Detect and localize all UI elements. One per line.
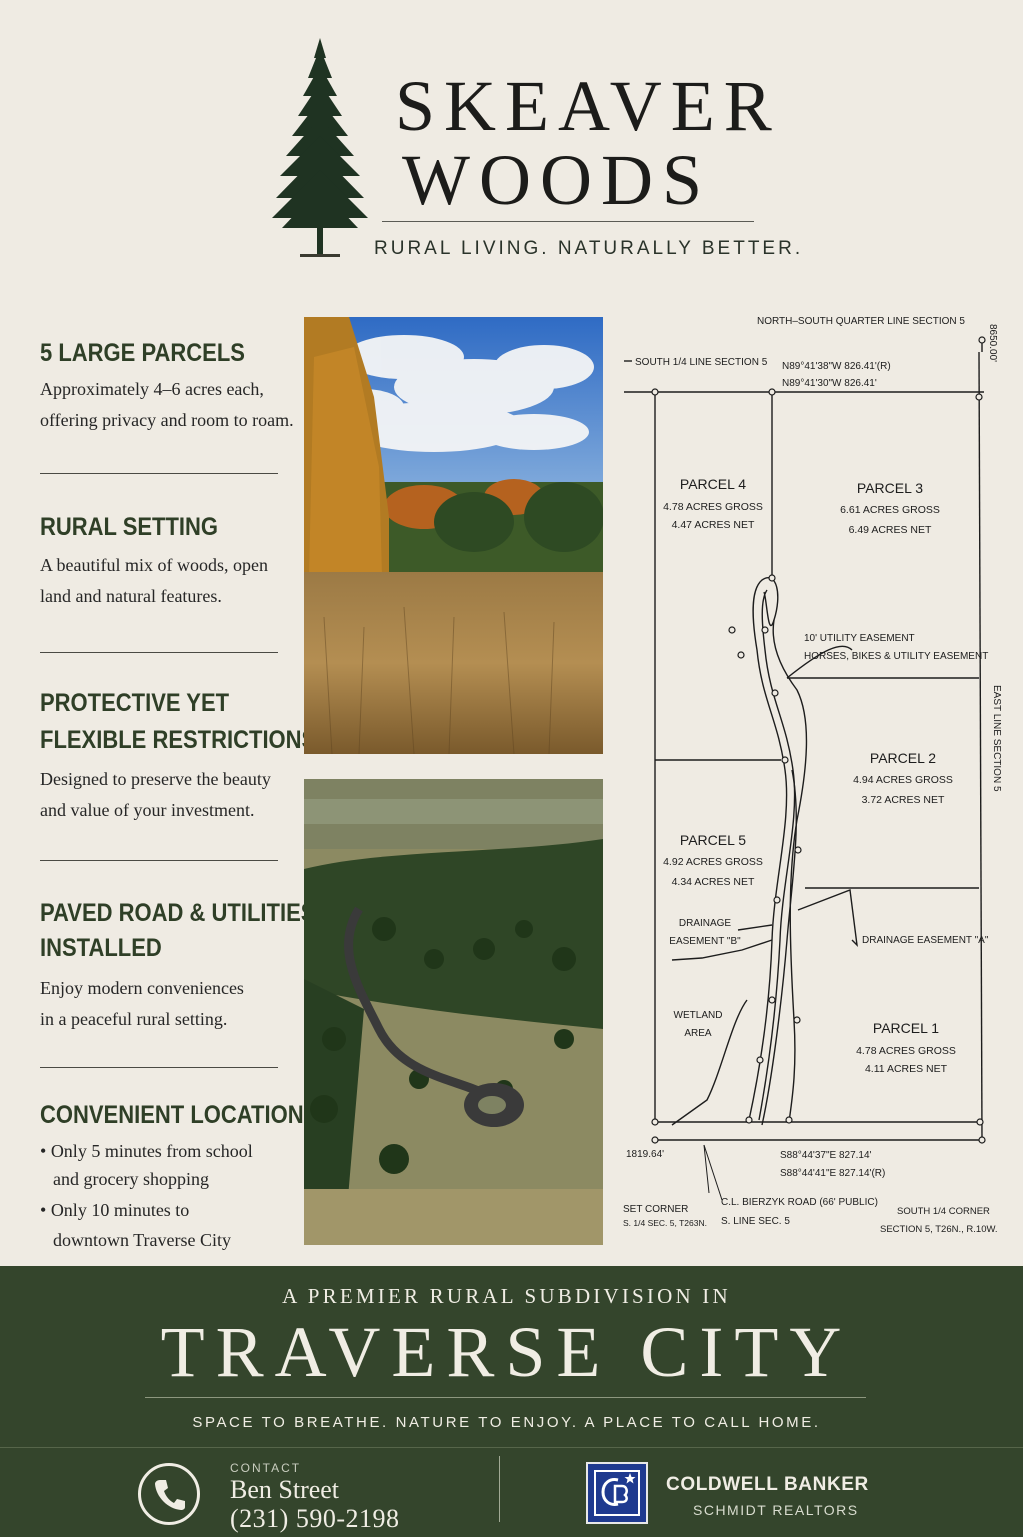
footer: A PREMIER RURAL SUBDIVISION IN TRAVERSE …	[0, 1266, 1023, 1537]
parcel-3-gross: 6.61 ACRES GROSS	[840, 504, 940, 516]
broker-subtitle: SCHMIDT REALTORS	[693, 1502, 859, 1518]
divider	[40, 652, 278, 653]
footer-premier: A PREMIER RURAL SUBDIVISION IN	[282, 1284, 731, 1308]
utility-easement-label: 10' UTILITY EASEMENT	[804, 633, 915, 644]
feature-body: A beautiful mix of woods, open	[40, 555, 268, 575]
parcel-3-net: 6.49 ACRES NET	[849, 524, 932, 536]
parcel-2-net: 3.72 ACRES NET	[862, 794, 945, 806]
divider	[40, 1067, 278, 1068]
survey-map: NORTH–SOUTH QUARTER LINE SECTION 5 8650.…	[612, 300, 1023, 1250]
footer-slogan: SPACE TO BREATHE. NATURE TO ENJOY. A PLA…	[192, 1414, 821, 1431]
map-dist-bottom-left: 1819.64'	[626, 1149, 664, 1160]
horses-easement-label: HORSES, BIKES & UTILITY EASEMENT	[804, 651, 988, 662]
road-label-line1: C.L. BIERZYK ROAD (66' PUBLIC)	[721, 1197, 878, 1208]
bullet-item: • Only 5 minutes from school	[40, 1141, 253, 1161]
parcel-4-gross: 4.78 ACRES GROSS	[663, 501, 763, 513]
footer-vertical-divider	[499, 1456, 500, 1522]
feature-title: PROTECTIVE YET	[40, 689, 230, 717]
map-bearing-top-1: N89°41'38"W 826.41'(R)	[782, 361, 891, 372]
wetland-line2: AREA	[684, 1028, 712, 1039]
feature-title: RURAL SETTING	[40, 513, 219, 541]
parcel-4-net: 4.47 ACRES NET	[672, 519, 755, 531]
parcel-5-net: 4.34 ACRES NET	[672, 876, 755, 888]
map-bearing-bottom-2: S88°44'41"E 827.14'(R)	[780, 1168, 885, 1179]
contact-name: Ben Street	[230, 1475, 340, 1504]
feature-body: and value of your investment.	[40, 800, 255, 820]
south-corner-line2: SECTION 5, T26N., R.10W.	[880, 1224, 998, 1235]
aerial-photo	[304, 779, 603, 1245]
brand-title-line1: SKEAVER	[395, 66, 781, 146]
parcel-3-name: PARCEL 3	[857, 480, 923, 496]
feature-body: Designed to preserve the beauty	[40, 769, 271, 789]
feature-title: PAVED ROAD & UTILITIES	[40, 899, 316, 927]
footer-divider-2	[0, 1447, 1023, 1448]
brand-divider	[382, 221, 754, 222]
drainage-b-line2: EASEMENT "B"	[669, 936, 741, 947]
parcel-1-net: 4.11 ACRES NET	[865, 1063, 948, 1075]
divider	[40, 473, 278, 474]
meadow-photo	[304, 317, 603, 754]
parcel-4-name: PARCEL 4	[680, 476, 746, 492]
drainage-a-label: DRAINAGE EASEMENT "A"	[862, 935, 989, 946]
brand-tagline: RURAL LIVING. NATURALLY BETTER.	[374, 238, 804, 259]
set-corner-line2: S. 1/4 SEC. 5, T263N.	[623, 1218, 707, 1228]
wetland-line1: WETLAND	[674, 1010, 723, 1021]
map-label-top: NORTH–SOUTH QUARTER LINE SECTION 5	[757, 316, 965, 327]
feature-title: FLEXIBLE RESTRICTIONS	[40, 726, 317, 754]
brand-title-line2: WOODS	[402, 140, 711, 220]
map-bearing-top-2: N89°41'30"W 826.41'	[782, 378, 877, 389]
phone-icon[interactable]	[138, 1463, 200, 1525]
pine-tree-icon	[272, 38, 368, 257]
feature-title: 5 LARGE PARCELS	[40, 339, 245, 367]
map-dist-top-right: 8650.00'	[987, 324, 998, 362]
bullet-item-cont: downtown Traverse City	[53, 1230, 232, 1250]
feature-body: in a peaceful rural setting.	[40, 1009, 228, 1029]
feature-body: land and natural features.	[40, 586, 222, 606]
broker-name: COLDWELL BANKER	[666, 1474, 869, 1495]
footer-divider	[145, 1397, 866, 1398]
parcel-2-name: PARCEL 2	[870, 750, 936, 766]
footer-city: TRAVERSE CITY	[160, 1312, 853, 1392]
contact-label: CONTACT	[230, 1461, 302, 1475]
drainage-b-line1: DRAINAGE	[679, 918, 732, 929]
parcel-1-name: PARCEL 1	[873, 1020, 939, 1036]
map-bearing-bottom-1: S88°44'37"E 827.14'	[780, 1150, 872, 1161]
feature-body: Enjoy modern conveniences	[40, 978, 244, 998]
south-corner-line1: SOUTH 1/4 CORNER	[897, 1206, 990, 1217]
bullet-item-cont: and grocery shopping	[53, 1169, 209, 1189]
divider	[40, 860, 278, 861]
map-south-quarter-line: SOUTH 1/4 LINE SECTION 5	[635, 357, 768, 368]
parcel-1-gross: 4.78 ACRES GROSS	[856, 1045, 956, 1057]
parcel-5-name: PARCEL 5	[680, 832, 746, 848]
parcel-2-gross: 4.94 ACRES GROSS	[853, 774, 953, 786]
feature-body: Approximately 4–6 acres each,	[40, 379, 264, 399]
parcel-5-gross: 4.92 ACRES GROSS	[663, 856, 763, 868]
bullet-item: • Only 10 minutes to	[40, 1200, 190, 1220]
map-east-line: EAST LINE SECTION 5	[991, 685, 1002, 792]
coldwell-banker-logo	[586, 1462, 648, 1524]
feature-body: offering privacy and room to roam.	[40, 410, 294, 430]
contact-phone[interactable]: (231) 590-2198	[230, 1504, 400, 1533]
set-corner-line1: SET CORNER	[623, 1204, 688, 1215]
feature-title: CONVENIENT LOCATION	[40, 1101, 304, 1129]
road-label-line2: S. LINE SEC. 5	[721, 1216, 790, 1227]
feature-title: INSTALLED	[40, 934, 162, 962]
header: SKEAVER WOODS RURAL LIVING. NATURALLY BE…	[0, 0, 1023, 300]
